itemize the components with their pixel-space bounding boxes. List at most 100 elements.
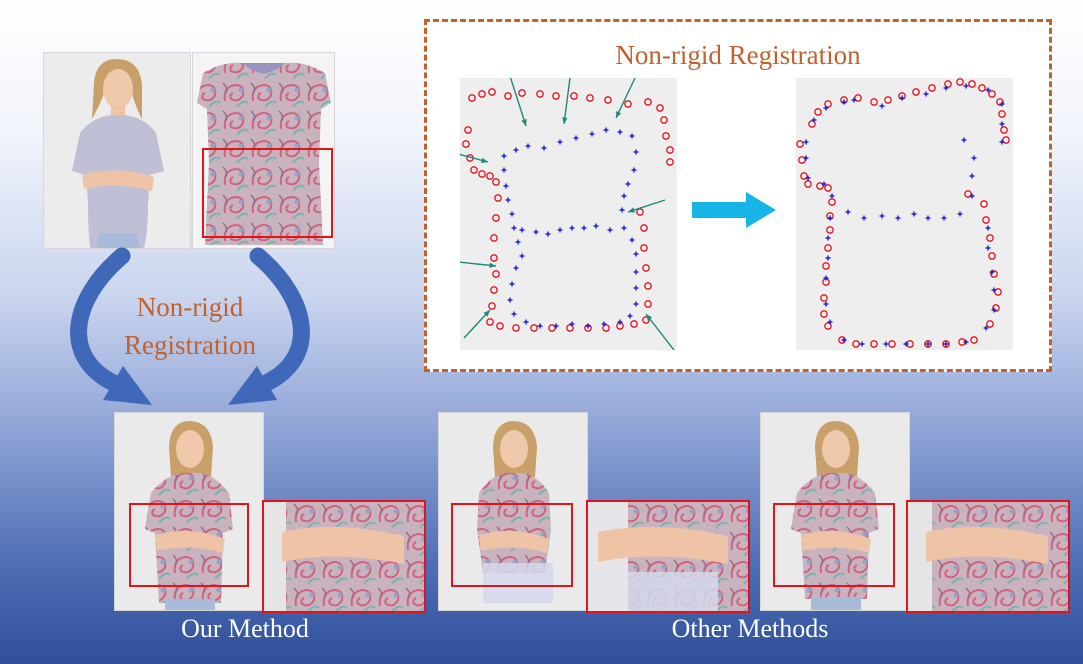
source-point	[923, 91, 929, 97]
our-method-crop-highlight	[129, 503, 249, 587]
source-point	[533, 229, 539, 235]
source-point	[519, 227, 525, 233]
target-point	[888, 340, 896, 348]
target-point	[660, 116, 668, 124]
source-point	[629, 237, 635, 243]
target-point	[536, 90, 544, 98]
target-point	[986, 234, 994, 242]
source-point	[829, 193, 835, 199]
source-point	[825, 235, 831, 241]
source-point	[501, 167, 507, 173]
target-point	[824, 322, 832, 330]
source-point	[969, 193, 975, 199]
target-point	[816, 182, 824, 190]
target-point	[640, 224, 648, 232]
source-point	[879, 103, 885, 109]
target-point	[666, 146, 674, 154]
target-point	[884, 96, 892, 104]
target-point	[814, 108, 822, 116]
displacement-arrow-head	[616, 111, 622, 118]
our-method-result	[114, 412, 264, 611]
source-point	[511, 311, 517, 317]
source-point	[617, 129, 623, 135]
source-point	[985, 225, 991, 231]
source-point	[593, 223, 599, 229]
target-point	[824, 100, 832, 108]
source-point	[999, 121, 1005, 127]
source-point	[991, 287, 997, 293]
displacement-arrow-line	[563, 77, 571, 125]
source-point	[823, 301, 829, 307]
person-illustration	[44, 53, 190, 248]
target-point	[824, 184, 832, 192]
target-point	[870, 340, 878, 348]
target-point	[570, 92, 578, 100]
target-point	[462, 140, 470, 148]
target-point	[518, 89, 526, 97]
displacement-arrow	[509, 75, 527, 127]
source-point	[569, 321, 575, 327]
source-point	[985, 87, 991, 93]
source-point	[589, 131, 595, 137]
displacement-arrow-line	[627, 199, 666, 213]
source-point	[821, 181, 827, 187]
garment-crop-highlight	[202, 148, 333, 238]
target-point	[970, 336, 978, 344]
displacement-arrow	[457, 261, 497, 269]
other-b-zoom-illustration	[908, 502, 1068, 611]
source-point	[825, 255, 831, 261]
source-point	[941, 215, 947, 221]
source-point	[999, 139, 1005, 145]
target-point	[824, 244, 832, 252]
source-point	[803, 155, 809, 161]
source-point	[823, 275, 829, 281]
source-point	[607, 227, 613, 233]
source-point	[627, 313, 633, 319]
displacement-arrow-head	[483, 310, 490, 317]
target-point	[644, 98, 652, 106]
our-method-zoom	[262, 500, 426, 613]
target-point	[490, 254, 498, 262]
target-point	[494, 194, 502, 202]
source-point	[963, 339, 969, 345]
target-point	[548, 324, 556, 332]
target-point	[798, 156, 806, 164]
source-point	[991, 307, 997, 313]
target-point	[490, 286, 498, 294]
after-point-plot	[796, 78, 1010, 348]
source-point	[827, 215, 833, 221]
target-point	[604, 96, 612, 104]
displacement-arrow	[615, 77, 636, 119]
target-point	[512, 324, 520, 332]
target-point	[644, 282, 652, 290]
source-point	[541, 145, 547, 151]
source-point	[633, 269, 639, 275]
garment-illustration	[193, 53, 334, 248]
source-point	[943, 85, 949, 91]
our-method-caption: Our Method	[181, 614, 309, 643]
source-point	[895, 215, 901, 221]
source-point	[803, 139, 809, 145]
target-point	[496, 322, 504, 330]
target-point	[640, 244, 648, 252]
target-point	[566, 324, 574, 332]
source-point	[633, 149, 639, 155]
source-point	[851, 97, 857, 103]
other-b-illustration	[761, 413, 909, 610]
target-point	[488, 302, 496, 310]
our-zoom-illustration	[264, 502, 424, 611]
source-point	[525, 143, 531, 149]
source-point	[509, 281, 515, 287]
source-point	[621, 193, 627, 199]
source-point	[581, 225, 587, 231]
other-a-illustration	[439, 413, 587, 610]
displacement-arrow	[463, 309, 491, 339]
target-point	[820, 294, 828, 302]
source-point	[621, 225, 627, 231]
source-point	[989, 269, 995, 275]
target-point	[804, 180, 812, 188]
displacement-arrow-head	[646, 314, 653, 321]
target-point	[470, 166, 478, 174]
source-point	[943, 341, 949, 347]
source-point	[841, 337, 847, 343]
